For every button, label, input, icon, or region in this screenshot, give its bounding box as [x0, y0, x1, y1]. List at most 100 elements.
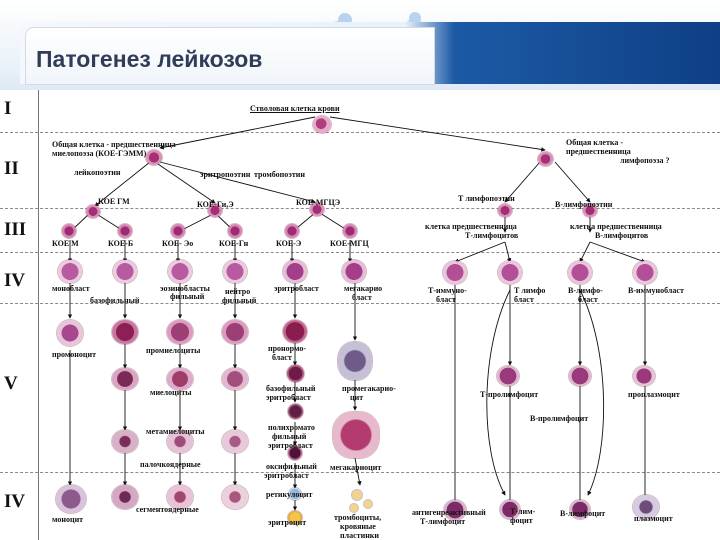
- platelet-cell: [350, 504, 358, 512]
- neutroblast-cell: [223, 260, 247, 283]
- erythrocyte-cell: [288, 511, 302, 524]
- label-myelocytes: миелоциты: [150, 388, 192, 397]
- stage-label-6: IV: [4, 491, 26, 512]
- stage-divider: [0, 208, 720, 209]
- basophilic-normoblast-cell: [287, 365, 304, 382]
- label-basophilic-normoblast-2: эритробласт: [266, 393, 311, 402]
- label-common-myelo: Общая клетка - предшественница: [52, 140, 176, 149]
- label-erythroblast: эритробласт: [274, 284, 319, 293]
- promyelocyte-cell: [112, 320, 138, 344]
- label-b-lymphocyte: В-лимфоцит: [560, 509, 606, 518]
- antigen-reactive-t-cell: [444, 500, 466, 520]
- myelocyte-cell: [222, 368, 248, 390]
- label-t-lymphoblast-2: бласт: [514, 295, 534, 304]
- header-title-box: [26, 28, 434, 84]
- label-koe-gn: КОЕ-Гн: [219, 239, 249, 248]
- label-plasmocyte: плазмоцит: [634, 514, 673, 523]
- label-t-lymphoblast: Т лимфо: [514, 286, 546, 295]
- label-b-lymphopoietin: В-лимфопоэтин: [555, 200, 613, 209]
- promegakaryocyte-cell: [338, 342, 372, 380]
- common-lymphoid-cell: [538, 152, 553, 166]
- label-polychromatophilic-3: эритробласт: [268, 441, 313, 450]
- label-polychromatophilic: полихромато: [268, 423, 315, 432]
- label-t-immunoblast: Т-иммуно-: [428, 286, 467, 295]
- segmented-cell: [222, 485, 248, 509]
- label-t-lymphocyte-2: фоцит: [510, 516, 533, 525]
- monoblast-cell: [58, 260, 82, 283]
- label-koe-m: КОЕ М: [52, 239, 79, 248]
- slide-title: Патогенез лейкозов: [36, 46, 263, 72]
- label-neutro: нейтро: [225, 287, 251, 296]
- myelocyte-cell: [112, 368, 138, 390]
- stage-label-2: II: [4, 158, 19, 179]
- platelet-cell: [364, 500, 372, 508]
- label-platelets: тромбоциты,: [334, 513, 382, 522]
- label-pronormoblast: пронормо-: [268, 344, 307, 353]
- hematopoiesis-diagram: I II III IV V IV: [0, 90, 720, 540]
- label-koe-eo: КОЕ- Эо: [162, 239, 194, 248]
- b-lymphocyte-cell: [570, 500, 590, 519]
- promonocyte-cell: [57, 320, 83, 346]
- label-promonocyte: промоноцит: [52, 350, 97, 359]
- label-promyelocytes: промиелоциты: [146, 346, 201, 355]
- stage-label-5: V: [4, 373, 18, 394]
- label-leukopoietins: лейкопоэтин: [74, 168, 121, 177]
- stage-divider: [0, 132, 720, 133]
- metamyelocyte-cell: [222, 430, 248, 453]
- reticulocyte-cell: [289, 488, 301, 500]
- label-basophilic: базофильный: [90, 296, 140, 305]
- segmented-cell: [112, 485, 138, 509]
- label-platelets-2: кровяные: [340, 522, 376, 531]
- label-t-lymph-antigen-2: Т-лимфоцит: [420, 517, 466, 526]
- monocyte-cell: [56, 485, 86, 513]
- label-b-immunoblast: В-иммунобласт: [628, 286, 684, 295]
- label-megakaryoblast: мегакарио: [344, 284, 383, 293]
- label-koe-e: КОЕ-Э: [276, 239, 302, 248]
- koe-eo-cell: [171, 224, 185, 238]
- koe-mgts-cell: [343, 224, 357, 238]
- myelocyte-cell: [167, 368, 193, 390]
- label-reticulocyte: ретикулоцит: [266, 490, 313, 499]
- polychromatophilic-cell: [288, 404, 303, 419]
- label-proplasmocyte: проплазмоцит: [628, 390, 680, 399]
- label-koe-gm: КОЕ ГМ: [98, 197, 130, 206]
- label-t-precursor: клетка предшественница: [425, 222, 517, 231]
- koe-m-cell: [62, 224, 76, 238]
- label-t-prolymphocyte: Т-пролимфоцит: [480, 390, 539, 399]
- proplasmocyte-cell: [633, 366, 655, 386]
- label-erythrocyte: эритроцит: [268, 518, 307, 527]
- label-megakaryoblast-2: бласт: [352, 293, 372, 302]
- koe-gm-cell: [86, 205, 100, 218]
- label-t-lymph-antigen: антигенреактивный: [412, 508, 486, 517]
- stage-label-4: IV: [4, 270, 26, 291]
- t-prolymphocyte-cell: [497, 366, 519, 386]
- stage-divider-vertical: [38, 90, 39, 540]
- label-oxyphilic: оксифильный: [266, 462, 317, 471]
- t-lymphocyte-cell: [500, 500, 520, 519]
- erythroblast-cell: [283, 260, 307, 283]
- label-t-lymphocyte: Т-лим-: [510, 507, 536, 516]
- stem-cell: [313, 116, 331, 133]
- b-precursor-cell: [583, 204, 597, 217]
- oxyphilic-normoblast-cell: [288, 446, 302, 460]
- label-t-immunoblast-2: бласт: [436, 295, 456, 304]
- b-prolymphocyte-cell: [569, 366, 591, 386]
- b-immunoblast-cell: [633, 261, 657, 284]
- label-phil2: фильный: [222, 296, 257, 305]
- label-common-myelo-2: миелопоэза (КОЕ-ГЭММ): [52, 149, 147, 158]
- stage-label-3: III: [4, 219, 27, 240]
- label-oxyphilic-2: эритробласт: [264, 471, 309, 480]
- label-band: палочкоядерные: [140, 460, 201, 469]
- label-pronormoblast-2: бласт: [272, 353, 292, 362]
- label-eosinophilic: эозинобласты: [160, 284, 210, 293]
- label-segmented: сегментоядерные: [136, 505, 199, 514]
- metamyelocyte-cell: [167, 430, 193, 453]
- label-megakaryocyte: мегакариоцит: [330, 463, 382, 472]
- label-b-precursor-2: В-лимфоцитов: [595, 231, 649, 240]
- koe-mgtse-cell: [310, 203, 324, 216]
- slide-header: Патогенез лейкозов: [0, 0, 720, 90]
- promyelocyte-cell: [222, 320, 248, 344]
- label-b-lymphoblast-2: бласт: [578, 295, 598, 304]
- common-myeloid-cell: [146, 150, 162, 165]
- label-koe-b: КОЕ-Б: [108, 239, 134, 248]
